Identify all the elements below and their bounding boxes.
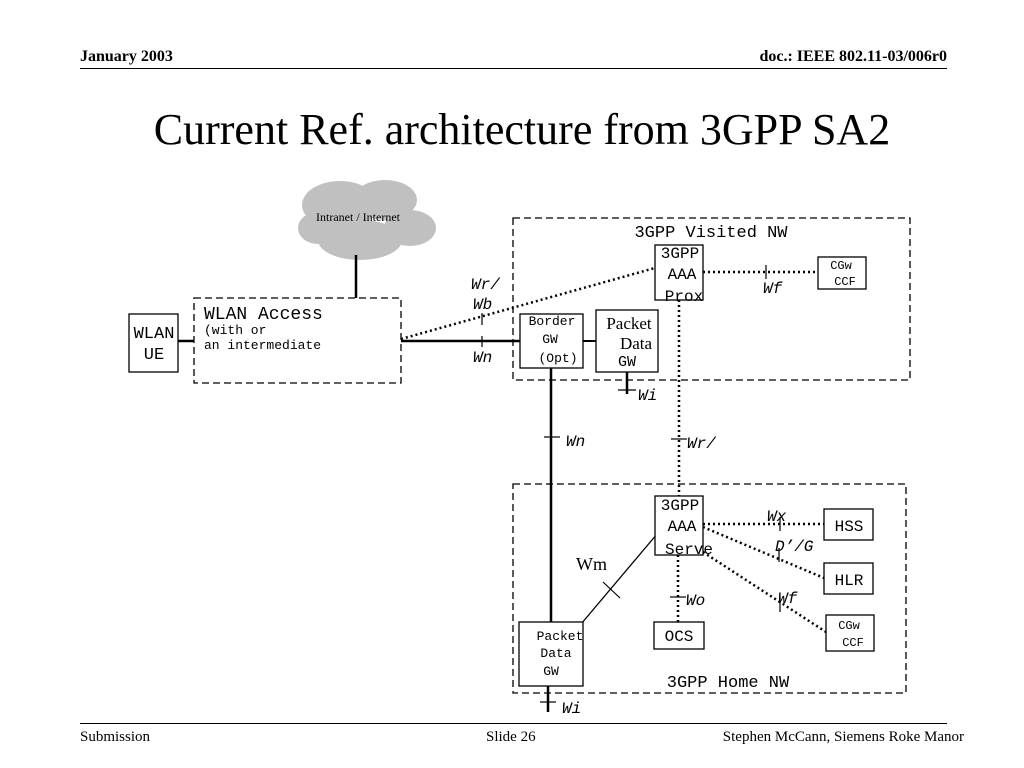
aaa-server-line1: 3GPP — [661, 497, 699, 515]
wm-link — [575, 533, 658, 631]
visited-nw-label: 3GPP Visited NW — [634, 224, 788, 243]
iface-wr-wb-1: Wr/ — [471, 276, 501, 294]
aaa-proxy-line2: AAA — [668, 266, 697, 284]
iface-wr-wb-2: Wb — [473, 296, 492, 314]
iface-wr: Wr/ — [687, 435, 717, 453]
dg-link — [702, 525, 825, 580]
iface-wf-home: Wf — [778, 590, 798, 608]
pdg-visited-line3: GW — [618, 354, 636, 371]
wlan-ue-line1: WLAN — [134, 325, 175, 344]
pdg-home-line2: Data — [540, 646, 571, 661]
footer-author: Stephen McCann, Siemens Roke Manor — [722, 729, 964, 745]
border-gw-line2: GW — [542, 332, 558, 347]
border-gw-box — [519, 313, 584, 369]
aaa-server-line2: AAA — [668, 518, 697, 536]
cgw-visited-line2: CCF — [834, 275, 856, 289]
footer-rule — [80, 723, 947, 724]
iface-wx: Wx — [767, 508, 787, 526]
aaa-server-box — [654, 495, 704, 556]
wlan-access-line1: (with or — [204, 323, 266, 338]
iface-wi-home: Wi — [562, 700, 581, 718]
cgw-ccf-visited-box — [817, 256, 867, 290]
iface-wn-2: Wn — [566, 433, 585, 451]
intranet-cloud: Intranet / Internet — [298, 180, 436, 260]
iface-wo: Wo — [686, 592, 705, 610]
cgw-visited-line1: CGw — [830, 259, 852, 273]
ocs-label: OCS — [665, 628, 694, 646]
pdg-visited-line2: Data — [620, 334, 653, 353]
iface-wf-visited: Wf — [763, 280, 783, 298]
header-doc-id: doc.: IEEE 802.11-03/006r0 — [759, 48, 947, 65]
slide-title: Current Ref. architecture from 3GPP SA2 — [153, 105, 891, 154]
cgw-home-line2: CCF — [842, 636, 864, 650]
iface-wi-visited: Wi — [638, 387, 657, 405]
pdg-home-line1: Packet — [537, 629, 584, 644]
cgw-home-line1: CGw — [838, 619, 860, 633]
header-rule — [80, 68, 947, 69]
visited-nw-box — [512, 217, 911, 381]
home-nw-box — [512, 483, 907, 694]
iface-wn-1: Wn — [473, 349, 492, 367]
wlan-ue-box — [128, 313, 179, 373]
cgw-ccf-home-box — [825, 614, 875, 652]
aaa-proxy-line1: 3GPP — [661, 245, 699, 263]
ocs-box — [653, 621, 705, 650]
wlan-access-title: WLAN Access — [204, 305, 323, 325]
wr-wb-link — [400, 266, 656, 341]
home-nw-label: 3GPP Home NW — [667, 674, 790, 693]
packet-data-gw-visited-box — [595, 309, 659, 373]
packet-data-gw-home-box — [518, 621, 584, 687]
wlan-access-line2: an intermediate — [204, 338, 321, 353]
wlan-ue-line2: UE — [144, 346, 164, 365]
hlr-label: HLR — [835, 572, 864, 590]
pdg-home-line3: GW — [543, 664, 559, 679]
aaa-proxy-box — [654, 244, 704, 301]
aaa-proxy-line3: Prox — [665, 288, 703, 306]
wf-home-link — [702, 550, 827, 634]
aaa-server-line3: Serve — [665, 541, 713, 559]
tick-wm — [602, 581, 621, 599]
hlr-box — [823, 562, 874, 595]
iface-dg: D’/G — [775, 538, 814, 556]
pdg-visited-line1: Packet — [606, 314, 652, 333]
hss-label: HSS — [835, 518, 864, 536]
footer-slide-number: Slide 26 — [486, 729, 536, 745]
hss-box — [823, 508, 874, 541]
border-gw-line3: (Opt) — [538, 351, 577, 366]
footer-submission: Submission — [80, 729, 151, 745]
iface-wm: Wm — [576, 554, 607, 574]
border-gw-line1: Border — [529, 314, 576, 329]
header-date: January 2003 — [80, 48, 173, 65]
cloud-label: Intranet / Internet — [316, 210, 401, 224]
